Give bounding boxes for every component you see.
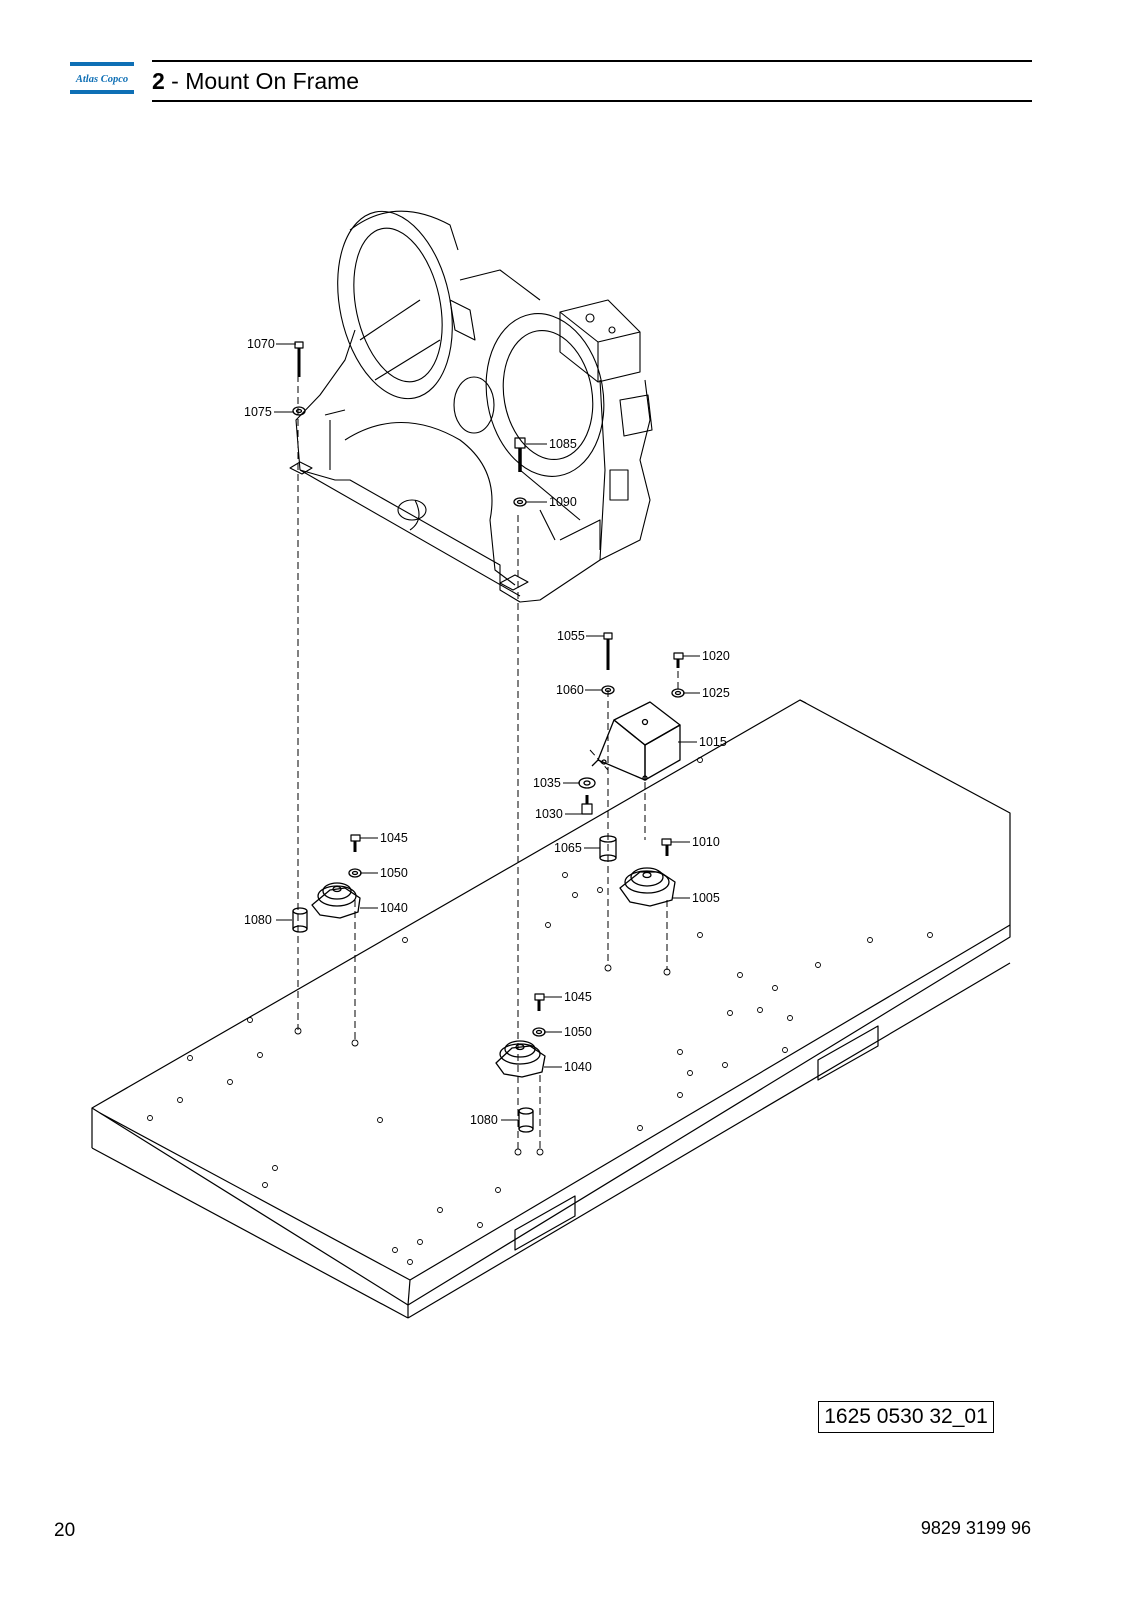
spacers: [292, 835, 617, 1133]
svg-text:Atlas Copco: Atlas Copco: [75, 74, 128, 85]
frame-holes: [147, 757, 933, 1265]
callout-1065: 1065: [554, 841, 582, 855]
callout-1080-bottom: 1080: [470, 1113, 498, 1127]
callout-1045-bottom: 1045: [564, 990, 592, 1004]
page-title: 2 - Mount On Frame: [152, 66, 359, 96]
washers: [292, 406, 685, 1037]
section-number: 2: [152, 68, 165, 94]
atlas-copco-logo: Atlas Copco: [70, 62, 134, 94]
callout-1055: 1055: [557, 629, 585, 643]
callout-1050-left: 1050: [380, 866, 408, 880]
callout-1035: 1035: [533, 776, 561, 790]
callout-1015: 1015: [699, 735, 727, 749]
leader-lines: [274, 343, 700, 1121]
rubber-mounts: [311, 867, 676, 1078]
callout-1080-left: 1080: [244, 913, 272, 927]
callout-1040-left: 1040: [380, 901, 408, 915]
page-number: 20: [54, 1520, 76, 1541]
callout-labels: 1070 1075 1085 1090 1055 1020 1060 1025 …: [244, 337, 730, 1127]
callout-1025: 1025: [702, 686, 730, 700]
document-number: 9829 3199 96: [920, 1518, 1031, 1538]
center-lines: [297, 375, 679, 1150]
callout-1085: 1085: [549, 437, 577, 451]
header-rule-top: [152, 60, 1032, 62]
bracket-1015: [591, 701, 681, 781]
gearbox-housing: [289, 210, 653, 603]
callout-1090: 1090: [549, 495, 577, 509]
base-frame: [91, 699, 1011, 1319]
callout-1005: 1005: [692, 891, 720, 905]
callout-1050-bottom: 1050: [564, 1025, 592, 1039]
callout-1045-left: 1045: [380, 831, 408, 845]
header-rule-bottom: [152, 100, 1032, 102]
callout-1070: 1070: [247, 337, 275, 351]
callout-1020: 1020: [702, 649, 730, 663]
callout-1040-bottom: 1040: [564, 1060, 592, 1074]
callout-1060: 1060: [556, 683, 584, 697]
callout-1075: 1075: [244, 405, 272, 419]
section-title: - Mount On Frame: [164, 68, 360, 94]
callout-1030: 1030: [535, 807, 563, 821]
bolts: [294, 341, 684, 1011]
figure-id-box: 1625 0530 32_01: [818, 1401, 994, 1433]
callout-1010: 1010: [692, 835, 720, 849]
